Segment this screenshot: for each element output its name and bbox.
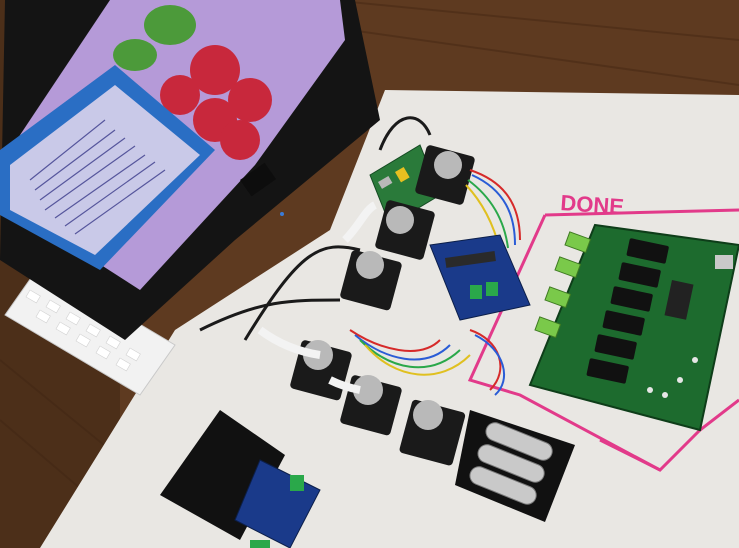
keyboard bbox=[4, 264, 176, 396]
battery-pack bbox=[455, 410, 575, 522]
stepper-motor bbox=[340, 250, 402, 311]
ribbon-cables bbox=[257, 201, 378, 394]
done-label: DONE bbox=[560, 190, 625, 219]
relay-board bbox=[528, 223, 739, 432]
cables bbox=[199, 116, 432, 341]
second-driver-assembly bbox=[160, 410, 321, 548]
stepper-motor bbox=[375, 200, 435, 260]
stepper-motor bbox=[399, 399, 466, 466]
stepper-motor bbox=[415, 145, 475, 205]
monitor bbox=[0, 0, 380, 340]
motor-driver-board bbox=[429, 234, 531, 321]
code-lines bbox=[29, 119, 166, 235]
editor-window-content bbox=[10, 85, 200, 255]
raspberry-logo bbox=[113, 5, 272, 160]
pink-marker-outline bbox=[467, 208, 739, 472]
relays bbox=[586, 238, 669, 384]
